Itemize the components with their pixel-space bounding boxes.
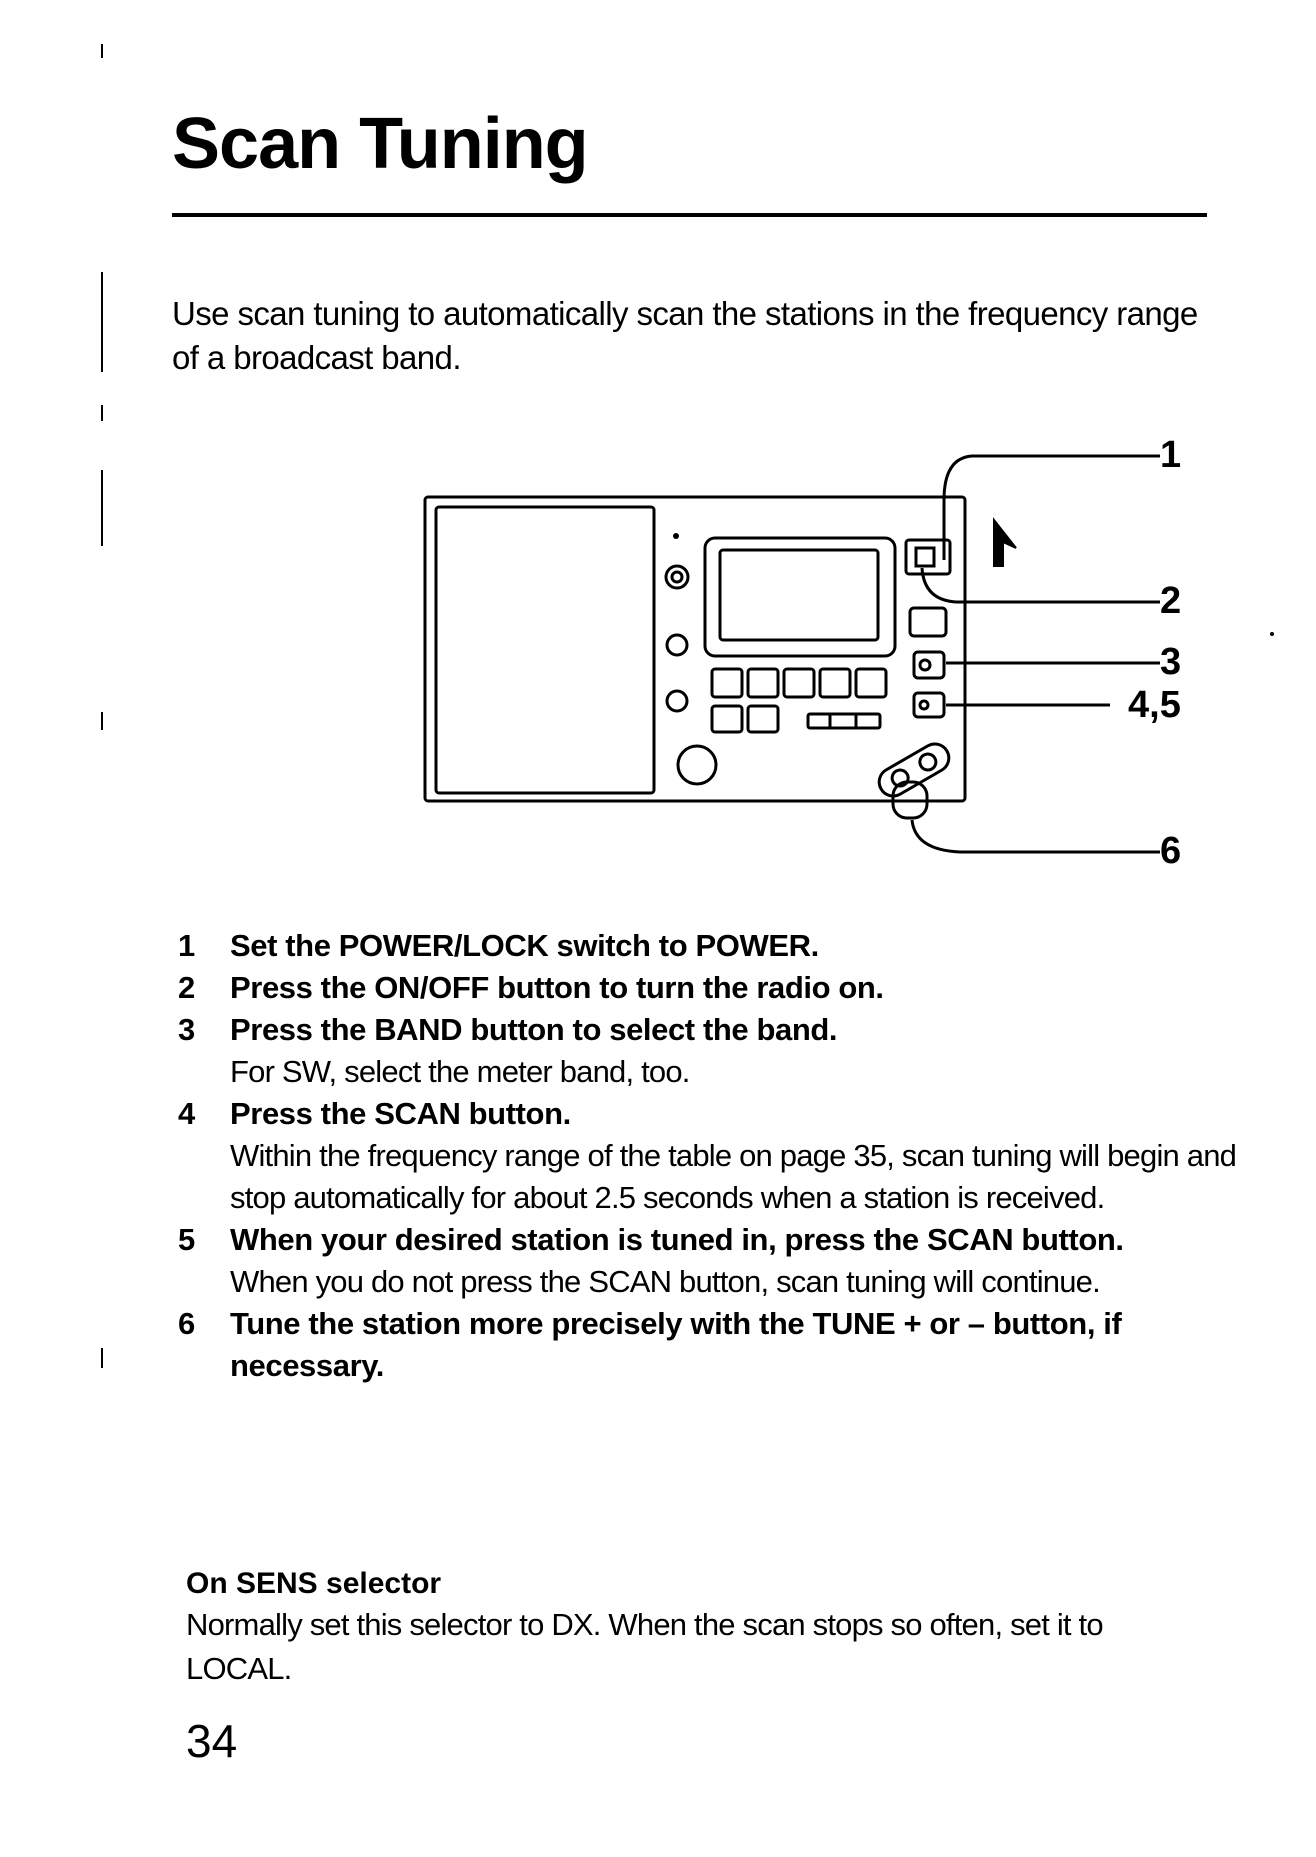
step-note: For SW, select the meter band, too. (230, 1054, 690, 1089)
step-note: Within the frequency range of the table … (230, 1138, 1237, 1215)
margin-mark (101, 405, 103, 421)
step-number: 2 (178, 970, 195, 1005)
knob (665, 689, 689, 713)
intro-paragraph: Use scan tuning to automatically scan th… (172, 295, 1198, 376)
step-item: 1 Set the POWER/LOCK switch to POWER. (178, 925, 1238, 967)
step-item: 5 When your desired station is tuned in,… (178, 1219, 1238, 1303)
step-action: Press the SCAN button. (230, 1096, 571, 1131)
knob (664, 564, 690, 590)
preset-key (746, 704, 780, 734)
margin-mark (101, 272, 103, 372)
margin-mark (101, 712, 103, 730)
preset-key (854, 667, 888, 699)
power-lock-switch (904, 538, 952, 576)
arrow-icon (993, 517, 1017, 567)
callout-label-3: 3 (1160, 641, 1182, 683)
preset-key (818, 667, 852, 699)
step-item: 3 Press the BAND button to select the ba… (178, 1009, 1238, 1093)
sens-heading: On SENS selector (186, 1567, 442, 1600)
step-action: When your desired station is tuned in, p… (230, 1222, 1124, 1257)
preset-key (710, 704, 744, 734)
knob (670, 570, 684, 584)
step-action: Set the POWER/LOCK switch to POWER. (230, 928, 819, 963)
scan-button (912, 691, 946, 719)
speaker-panel (434, 505, 656, 795)
leader-line-6 (910, 819, 1160, 854)
tune-buttons (877, 742, 951, 798)
step-note: When you do not press the SCAN button, s… (230, 1264, 1101, 1299)
step-number: 5 (178, 1222, 195, 1257)
radio-body (423, 495, 967, 803)
preset-key (710, 667, 744, 699)
leader-line-1 (942, 454, 1160, 560)
on-off-button (908, 606, 948, 638)
margin-mark (101, 44, 103, 58)
step-action: Press the ON/OFF button to turn the radi… (230, 970, 884, 1005)
band-button (912, 650, 946, 680)
step-item: 4 Press the SCAN button. Within the freq… (178, 1093, 1238, 1219)
step-number: 3 (178, 1012, 195, 1047)
knob (665, 633, 689, 657)
step-item: 2 Press the ON/OFF button to turn the ra… (178, 967, 1238, 1009)
callout-label-6: 6 (1160, 830, 1182, 872)
callout-label-1: 1 (1160, 434, 1182, 476)
leader-line-2 (920, 567, 1160, 604)
step-action: Press the BAND button to select the band… (230, 1012, 838, 1047)
preset-key (782, 667, 816, 699)
callout-label-2: 2 (1160, 580, 1182, 622)
step-number: 1 (178, 928, 195, 963)
step-number: 6 (178, 1306, 195, 1341)
display-bezel (703, 536, 897, 658)
page-number: 34 (186, 1715, 238, 1767)
display-screen (718, 548, 880, 642)
callout-label-45: 4,5 (1128, 684, 1181, 726)
preset-key (746, 667, 780, 699)
step-number: 4 (178, 1096, 195, 1131)
steps-list: 1 Set the POWER/LOCK switch to POWER. 2 … (178, 925, 1238, 1387)
step-item: 6 Tune the station more precisely with t… (178, 1303, 1238, 1387)
margin-mark (101, 470, 103, 546)
margin-mark (101, 1348, 103, 1368)
title-divider (172, 213, 1207, 217)
step-action: Tune the station more precisely with the… (230, 1306, 1122, 1383)
page-title: Scan Tuning (172, 104, 589, 184)
tuning-knob (676, 744, 718, 786)
sens-paragraph: Normally set this selector to DX. When t… (186, 1607, 1104, 1686)
slider-key (806, 712, 882, 730)
